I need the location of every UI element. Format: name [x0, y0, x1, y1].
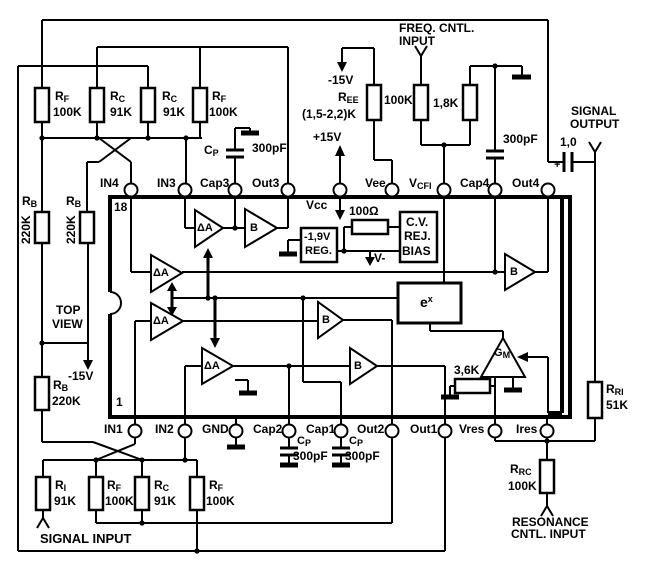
pin-out3: Out3: [252, 176, 280, 190]
ri-label: RI: [55, 478, 67, 493]
rc-bot-value: 91K: [154, 494, 177, 508]
pin-ires: Ires: [516, 422, 538, 436]
rc-top1-label: RC: [110, 89, 126, 104]
top-view-label-1: TOP: [56, 303, 81, 317]
pin-vcfi: VCFI: [409, 176, 432, 191]
minus15-left-label: -15V: [68, 369, 94, 383]
rc-bot-label: RC: [154, 478, 170, 493]
rf-bot2-value: 100K: [206, 494, 235, 508]
rc-top2-value: 91K: [163, 105, 186, 119]
freq-resistor-value: 100K: [384, 93, 413, 107]
rf-top2-label: RF: [212, 89, 227, 104]
top-view-label-2: VIEW: [52, 317, 83, 331]
freq-cntl-label-1: FREQ. CNTL.: [399, 21, 475, 35]
delta-amp-4-label: ΔA: [204, 360, 220, 372]
bias-label-2: REJ.: [404, 229, 431, 243]
rc-top2-label: RC: [162, 89, 178, 104]
plus15-label: +15V: [313, 130, 342, 144]
rb1-value: 220K: [19, 215, 33, 244]
signal-output-label-1: SIGNAL: [571, 104, 617, 118]
cp1-value: 300pF: [345, 449, 380, 463]
minus15-top-label: -15V: [328, 73, 354, 87]
pin-cap1: Cap1: [306, 422, 336, 436]
pin-cap2: Cap2: [253, 422, 283, 436]
pin-cap3: Cap3: [200, 176, 230, 190]
cap4-value: 300pF: [503, 132, 538, 146]
rb3-label: RB: [53, 378, 69, 393]
freq-cntl-label-2: INPUT: [399, 34, 435, 48]
rf-bot1-value: 100K: [105, 494, 134, 508]
r18k-value: 1,8K: [433, 96, 459, 110]
pin-cap4: Cap4: [460, 176, 490, 190]
ri-value: 91K: [54, 494, 77, 508]
reg-label-2: REG.: [305, 245, 332, 257]
buffer-3-label: B: [354, 360, 362, 372]
pin-in4: IN4: [100, 176, 119, 190]
rf-bot1-label: RF: [107, 478, 122, 493]
delta-amp-2-label: ΔA: [153, 267, 169, 279]
rf-top1-label: RF: [55, 89, 70, 104]
internal-blocks: [150, 207, 537, 386]
rri-label: RRI: [606, 382, 624, 397]
rb2-label: RB: [66, 194, 82, 209]
vcc-label: Vcc: [306, 198, 328, 212]
gm-amp-label: GM: [494, 347, 511, 360]
cp3-value: 300pF: [252, 141, 287, 155]
rrc-value: 100K: [508, 479, 537, 493]
delta-amp-1-label: ΔA: [197, 222, 213, 234]
pin-out4: Out4: [512, 176, 540, 190]
pin-18-label: 18: [114, 200, 128, 214]
rf-top1-value: 100K: [53, 105, 82, 119]
cp1-label: CP: [349, 435, 363, 448]
out-cap-value: 1,0: [560, 135, 577, 149]
bias-label-3: BIAS: [402, 244, 431, 258]
rc-top1-value: 91K: [110, 105, 133, 119]
decoupling-caps: [226, 127, 350, 468]
cp2-value: 300pF: [293, 449, 328, 463]
rrc-label: RRC: [510, 462, 532, 477]
bias-label-1: C.V.: [406, 215, 429, 229]
pin-1-label: 1: [116, 395, 123, 409]
rf-bot2-label: RF: [209, 478, 224, 493]
pin-circles: [123, 182, 556, 439]
resonance-label-1: RESONANCE: [512, 515, 589, 529]
left-bias-wires: [39, 122, 202, 461]
ree-resistor-label: REE: [338, 90, 359, 105]
rf-top2-value: 100K: [209, 105, 238, 119]
rb2-value: 220K: [64, 215, 78, 244]
pin-gnd: GND: [202, 422, 229, 436]
pin-in1: IN1: [104, 422, 123, 436]
rb1-label: RB: [22, 194, 38, 209]
pin-vee: Vee: [365, 176, 386, 190]
vminus-label: V-: [374, 251, 386, 265]
resonance-label-2: CNTL. INPUT: [511, 527, 586, 541]
pin-out2: Out2: [357, 422, 385, 436]
r100-label: 100Ω: [349, 204, 379, 218]
signal-output-label-2: OUTPUT: [570, 117, 620, 131]
buffer-2-label: B: [322, 314, 330, 326]
pin-in2: IN2: [155, 422, 174, 436]
rri-value: 51K: [606, 398, 629, 412]
delta-amp-3-label: ΔA: [153, 315, 169, 327]
resistor-bodies: [33, 83, 604, 512]
outer-wires: [17, 19, 602, 551]
cp2-label: CP: [297, 435, 311, 448]
buffer-1-label: B: [250, 222, 258, 234]
buffer-4-label: B: [510, 266, 518, 278]
r36-label: 3,6K: [454, 363, 480, 377]
rb3-value: 220K: [52, 394, 81, 408]
pin-vres: Vres: [459, 422, 485, 436]
exp-block-label: ex: [420, 294, 433, 310]
pin-in3: IN3: [157, 176, 176, 190]
signal-input-label: SIGNAL INPUT: [40, 531, 132, 546]
ree-value-label: (1,5-2,2)K: [302, 107, 357, 121]
out-cap-polarity: +: [554, 159, 561, 171]
cp3-label: CP: [204, 143, 219, 158]
bottom-bank-wires: [18, 437, 446, 554]
pin-out1: Out1: [410, 422, 438, 436]
reg-label-1: -1,9V: [304, 231, 331, 243]
